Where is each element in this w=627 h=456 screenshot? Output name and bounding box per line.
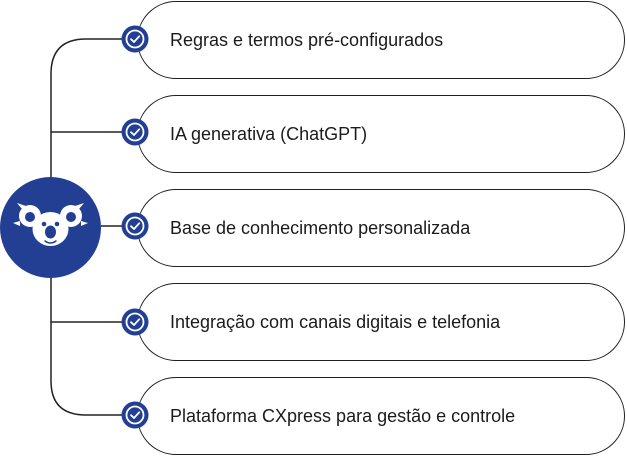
feature-pill: Base de conhecimento personalizada bbox=[137, 189, 625, 267]
feature-label: Base de conhecimento personalizada bbox=[170, 217, 471, 238]
feature-label: Regras e termos pré-configurados bbox=[170, 29, 444, 50]
feature-label: Integração com canais digitais e telefon… bbox=[170, 311, 501, 332]
feature-label: Plataforma CXpress para gestão e control… bbox=[170, 405, 516, 426]
feature-pill: Plataforma CXpress para gestão e control… bbox=[137, 377, 625, 455]
koala-mascot-icon bbox=[13, 203, 88, 246]
koala-mascot-hub bbox=[0, 177, 101, 278]
feature-pill: IA generativa (ChatGPT) bbox=[137, 95, 625, 173]
feature-pill: Regras e termos pré-configurados bbox=[137, 1, 625, 79]
feature-label: IA generativa (ChatGPT) bbox=[170, 123, 368, 144]
check-circle-icon bbox=[121, 212, 149, 240]
check-circle-icon bbox=[121, 25, 149, 53]
feature-pill: Integração com canais digitais e telefon… bbox=[137, 283, 625, 361]
check-circle-icon bbox=[121, 308, 149, 336]
check-circle-icon bbox=[121, 118, 149, 146]
check-circle-icon bbox=[121, 401, 149, 429]
